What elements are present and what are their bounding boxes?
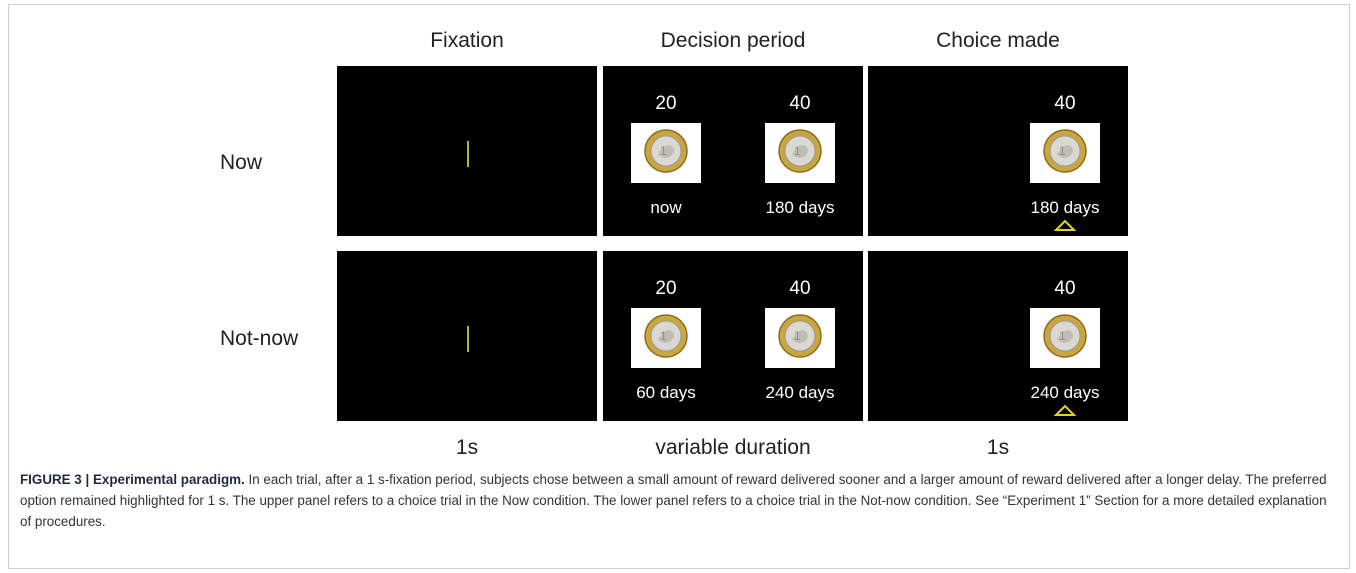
duration-decision: variable duration (655, 436, 811, 459)
duration-choice: 1s (986, 436, 1010, 459)
option-amount: 20 (655, 93, 677, 114)
option-amount: 40 (1054, 278, 1076, 299)
svg-text:1: 1 (660, 329, 667, 343)
svg-text:1: 1 (794, 144, 801, 158)
option-delay: 180 days (1030, 198, 1100, 217)
option-delay: now (650, 198, 682, 217)
column-title-decision: Decision period (660, 29, 806, 52)
duration-fixation: 1s (455, 436, 479, 459)
fixation-cross (467, 141, 469, 167)
fixation-screen-not-now (337, 251, 597, 421)
option-card: 1 (765, 308, 835, 368)
option-card: 1 (631, 123, 701, 183)
option-delay: 60 days (636, 383, 696, 402)
choice-screen-not-now: 40 1 240 days (868, 251, 1128, 421)
chosen-option: 40 1 240 days (1020, 277, 1110, 404)
figure-frame (8, 4, 1350, 569)
option-card: 1 (631, 308, 701, 368)
option-delay: 240 days (765, 383, 835, 402)
decision-screen-not-now: 20 1 60 days 40 1 240 days (603, 251, 863, 421)
decision-screen-now: 20 1 now 40 1 180 days (603, 66, 863, 236)
option-amount: 40 (789, 278, 811, 299)
caption-text: In each trial, after a 1 s-fixation peri… (20, 472, 1327, 529)
euro-coin-icon: 1 (1042, 313, 1088, 364)
euro-coin-icon: 1 (643, 128, 689, 179)
euro-coin-icon: 1 (643, 313, 689, 364)
choice-screen-now: 40 1 180 days (868, 66, 1128, 236)
option-amount: 40 (789, 93, 811, 114)
euro-coin-icon: 1 (1042, 128, 1088, 179)
option-sooner: 20 1 60 days (621, 277, 711, 404)
row-label-now: Now (220, 151, 263, 174)
triangle-marker-icon (1020, 218, 1110, 232)
option-card: 1 (1030, 123, 1100, 183)
fixation-cross (467, 326, 469, 352)
triangle-marker-icon (1020, 403, 1110, 417)
svg-text:1: 1 (660, 144, 667, 158)
column-title-choice: Choice made (936, 29, 1060, 52)
fixation-screen-now (337, 66, 597, 236)
option-card: 1 (1030, 308, 1100, 368)
option-sooner: 20 1 now (621, 92, 711, 219)
figure-caption: FIGURE 3 | Experimental paradigm. In eac… (20, 469, 1340, 532)
option-later: 40 1 180 days (755, 92, 845, 219)
option-delay: 240 days (1030, 383, 1100, 402)
column-title-fixation: Fixation (430, 29, 504, 52)
option-amount: 40 (1054, 93, 1076, 114)
option-later: 40 1 240 days (755, 277, 845, 404)
euro-coin-icon: 1 (777, 313, 823, 364)
svg-text:1: 1 (794, 329, 801, 343)
option-delay: 180 days (765, 198, 835, 217)
euro-coin-icon: 1 (777, 128, 823, 179)
svg-text:1: 1 (1059, 329, 1066, 343)
caption-label: FIGURE 3 | Experimental paradigm. (20, 472, 245, 487)
chosen-option: 40 1 180 days (1020, 92, 1110, 219)
option-card: 1 (765, 123, 835, 183)
row-label-not-now: Not-now (220, 327, 299, 350)
svg-text:1: 1 (1059, 144, 1066, 158)
option-amount: 20 (655, 278, 677, 299)
